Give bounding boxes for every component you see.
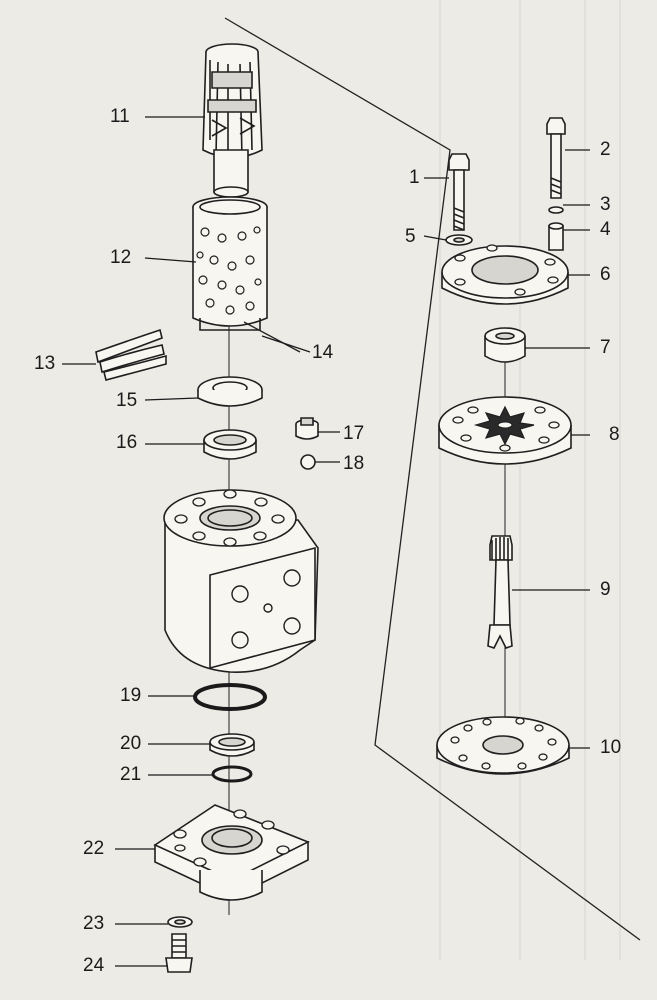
part-19-o-ring: [193, 683, 267, 711]
callout-17: 17: [343, 423, 365, 444]
part-6-end-plate: [442, 245, 568, 304]
part-15-ring: [198, 377, 262, 406]
callout-10: 10: [600, 737, 622, 758]
part-16-bearing: [204, 430, 256, 459]
callout-5: 5: [405, 226, 416, 247]
part-23-washer: [168, 917, 192, 927]
callout-9: 9: [600, 579, 611, 600]
callout-7: 7: [600, 337, 611, 358]
housing-body: [164, 490, 318, 672]
callout-21: 21: [120, 764, 142, 785]
part-10-end-cover: [437, 717, 569, 774]
callout-15: 15: [116, 390, 138, 411]
assembly-guideline: [224, 17, 641, 941]
callout-8: 8: [609, 424, 620, 445]
part-21-o-ring: [211, 765, 253, 783]
part-4-spacer: [549, 223, 563, 250]
part-1-bolt: [449, 154, 469, 230]
part-9-drive-shaft: [488, 536, 512, 648]
part-20-seal: [210, 734, 254, 756]
callout-22: 22: [83, 838, 105, 859]
callout-24: 24: [83, 955, 105, 976]
part-24-plug-screw: [166, 934, 192, 972]
part-13-springs: [96, 330, 166, 380]
part-8-gerotor: [439, 397, 571, 464]
callout-11: 11: [110, 106, 130, 127]
callout-23: 23: [83, 913, 105, 934]
callout-16: 16: [116, 432, 138, 453]
part-7-spacer: [485, 328, 525, 362]
callout-2: 2: [600, 139, 611, 160]
callout-3: 3: [600, 194, 611, 215]
part-2-bolt: [547, 118, 565, 198]
part-18-ball: [300, 454, 316, 470]
part-11-spool-assembly: [203, 44, 262, 197]
part-17-plug: [296, 418, 318, 439]
callout-12: 12: [110, 247, 132, 268]
callout-19: 19: [120, 685, 142, 706]
show-through-background: [439, 0, 621, 960]
callout-14: 14: [312, 342, 334, 363]
part-12-sleeve: [193, 197, 267, 330]
part-22-end-cap: [155, 805, 308, 900]
callout-6: 6: [600, 264, 611, 285]
part-5-washer: [446, 235, 472, 245]
callout-1: 1: [409, 167, 420, 188]
part-14-pin: [243, 321, 301, 353]
part-3-washer: [548, 206, 564, 214]
callout-4: 4: [600, 219, 611, 240]
callout-13: 13: [34, 353, 56, 374]
callout-20: 20: [120, 733, 142, 754]
callout-18: 18: [343, 453, 365, 474]
leader-lines: [62, 116, 590, 967]
